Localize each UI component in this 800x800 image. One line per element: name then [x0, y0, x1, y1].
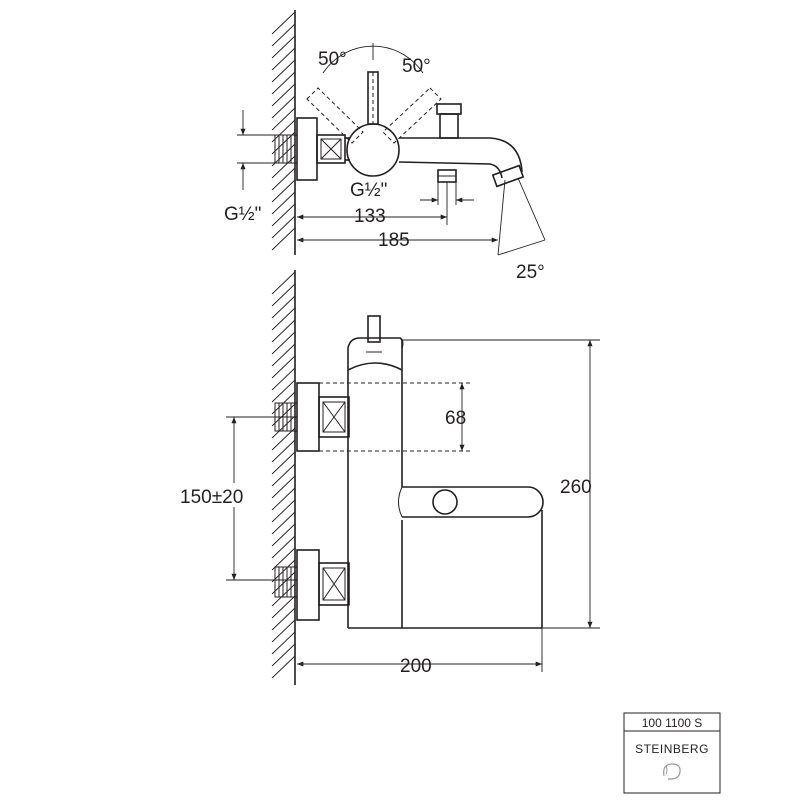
- hatch-line: [271, 23, 296, 47]
- threaded-connector-lower: [274, 566, 298, 598]
- hatch-line: [271, 283, 296, 307]
- hatch-line: [271, 331, 296, 355]
- hatch-line: [271, 35, 296, 59]
- hatch-line: [271, 463, 296, 487]
- dim-label-68: 68: [445, 408, 466, 429]
- spout-front: [398, 486, 544, 518]
- hatch-line: [271, 295, 296, 319]
- handle-knob-top: [346, 123, 400, 177]
- hatch-line: [271, 119, 296, 143]
- dimension-68: [319, 382, 470, 452]
- wall-flange-upper: [296, 382, 320, 452]
- thread-dimension-outlet: [420, 182, 474, 205]
- lever-position-left: [306, 87, 364, 144]
- brand-logo-icon: [663, 763, 681, 780]
- hatch-line: [271, 655, 296, 679]
- angle-label-right: 50°: [402, 56, 431, 77]
- thread-label-outlet: G½": [350, 180, 387, 201]
- dim-label-133: 133: [354, 206, 386, 227]
- hatch-line: [271, 47, 296, 71]
- dim-label-200: 200: [400, 656, 432, 677]
- hatch-line: [271, 11, 296, 35]
- hatch-line: [271, 191, 296, 215]
- wall-top: [271, 10, 296, 255]
- hatch-line: [271, 607, 296, 631]
- wall-flange-top: [296, 117, 318, 181]
- hatch-line: [271, 487, 296, 511]
- hatch-line: [271, 595, 296, 619]
- hatch-line: [271, 511, 296, 535]
- spout-angle-label: 25°: [516, 262, 545, 283]
- thread-label-left: G½": [224, 204, 261, 225]
- mixer-body: [347, 340, 543, 629]
- hatch-line: [271, 319, 296, 343]
- dim-label-150: 150±20: [180, 487, 243, 508]
- threaded-connector-top: [274, 134, 298, 164]
- dim-label-185: 185: [378, 230, 410, 251]
- dimension-133: [297, 182, 448, 225]
- angle-label-left: 50°: [318, 49, 347, 70]
- hatch-line: [271, 167, 296, 191]
- title-block: 100 1100 S STEINBERG: [623, 712, 721, 794]
- lever-position-right: [382, 87, 442, 144]
- hatch-line: [271, 631, 296, 655]
- wall-hatching: [271, 271, 296, 679]
- hatch-line: [271, 547, 296, 571]
- hatch-line: [271, 367, 296, 391]
- dimension-200: [297, 628, 543, 672]
- hatch-line: [271, 227, 296, 251]
- hatch-line: [271, 535, 296, 559]
- hatch-line: [271, 643, 296, 667]
- wall-hatching: [271, 11, 296, 251]
- spout-top: [398, 103, 546, 256]
- dim-label-bg: [178, 483, 260, 507]
- hatch-line: [271, 451, 296, 475]
- hatch-line: [271, 83, 296, 107]
- hatch-line: [271, 307, 296, 331]
- dimension-260: [402, 339, 600, 629]
- product-code: 100 1100 S: [642, 716, 703, 730]
- hatch-line: [271, 203, 296, 227]
- dim-label-260: 260: [560, 477, 592, 498]
- hatch-line: [271, 499, 296, 523]
- hatch-line: [271, 427, 296, 451]
- hatch-line: [271, 179, 296, 203]
- handle-front: [347, 315, 404, 372]
- front-view: 68 260 150±20 200: [178, 270, 600, 685]
- hatch-line: [271, 379, 296, 403]
- hatch-line: [271, 439, 296, 463]
- hatch-line: [271, 619, 296, 643]
- thread-dimension-left: [237, 110, 275, 190]
- eccentric-nut-upper: [318, 396, 350, 438]
- hatch-line: [271, 71, 296, 95]
- hatch-line: [271, 271, 296, 295]
- diverter-button: [432, 489, 458, 515]
- top-view: 50° 50° 25° G½": [224, 10, 546, 283]
- eccentric-nut-top: [316, 134, 346, 164]
- eccentric-nut-lower: [318, 562, 350, 606]
- hatch-line: [271, 59, 296, 83]
- hatch-line: [271, 215, 296, 239]
- hatch-line: [271, 475, 296, 499]
- brand-name: STEINBERG: [635, 742, 709, 756]
- hatch-line: [271, 355, 296, 379]
- hatch-line: [271, 523, 296, 547]
- hatch-line: [271, 343, 296, 367]
- wall-flange-lower: [296, 549, 320, 621]
- hatch-line: [271, 107, 296, 131]
- hatch-line: [271, 95, 296, 119]
